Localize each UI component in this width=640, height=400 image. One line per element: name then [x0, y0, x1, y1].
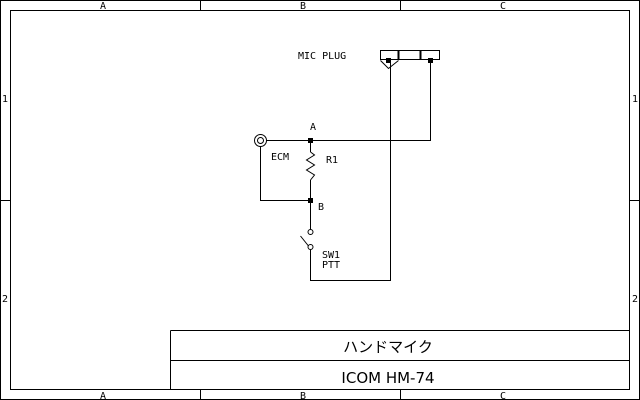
bottom-col-label: C: [500, 391, 506, 400]
bottom-col-label: A: [100, 391, 106, 400]
mic-plug-connector: [380, 50, 440, 70]
r1-resistor: [305, 151, 316, 181]
ecm-microphone: [254, 134, 267, 147]
node-b-junction: [308, 198, 313, 203]
inner-frame: [10, 10, 630, 390]
left-row-label: 2: [2, 294, 8, 305]
right-row-label: 2: [632, 294, 638, 305]
drawing-title: ハンドマイク: [343, 338, 433, 356]
ptt-label: PTT: [322, 260, 340, 271]
node-a-junction: [308, 138, 313, 143]
sw1-label: SW1: [322, 250, 340, 261]
top-col-label: B: [300, 1, 306, 12]
right-row-label: 1: [632, 94, 638, 105]
top-col-label: A: [100, 1, 106, 12]
ecm-label: ECM: [271, 152, 289, 163]
r1-label: R1: [326, 155, 338, 166]
sw1-switch: [300, 229, 314, 250]
mic-plug-label: MIC PLUG: [298, 51, 346, 62]
top-col-label: C: [500, 1, 506, 12]
bottom-col-label: B: [300, 391, 306, 400]
wires: [260, 60, 431, 281]
title-block: [170, 330, 630, 390]
left-row-label: 1: [2, 94, 8, 105]
node-a-label: A: [310, 122, 316, 133]
plug-pin-dots: [386, 58, 433, 63]
drawing-model: ICOM HM-74: [341, 369, 434, 387]
node-b-label: B: [318, 202, 324, 213]
